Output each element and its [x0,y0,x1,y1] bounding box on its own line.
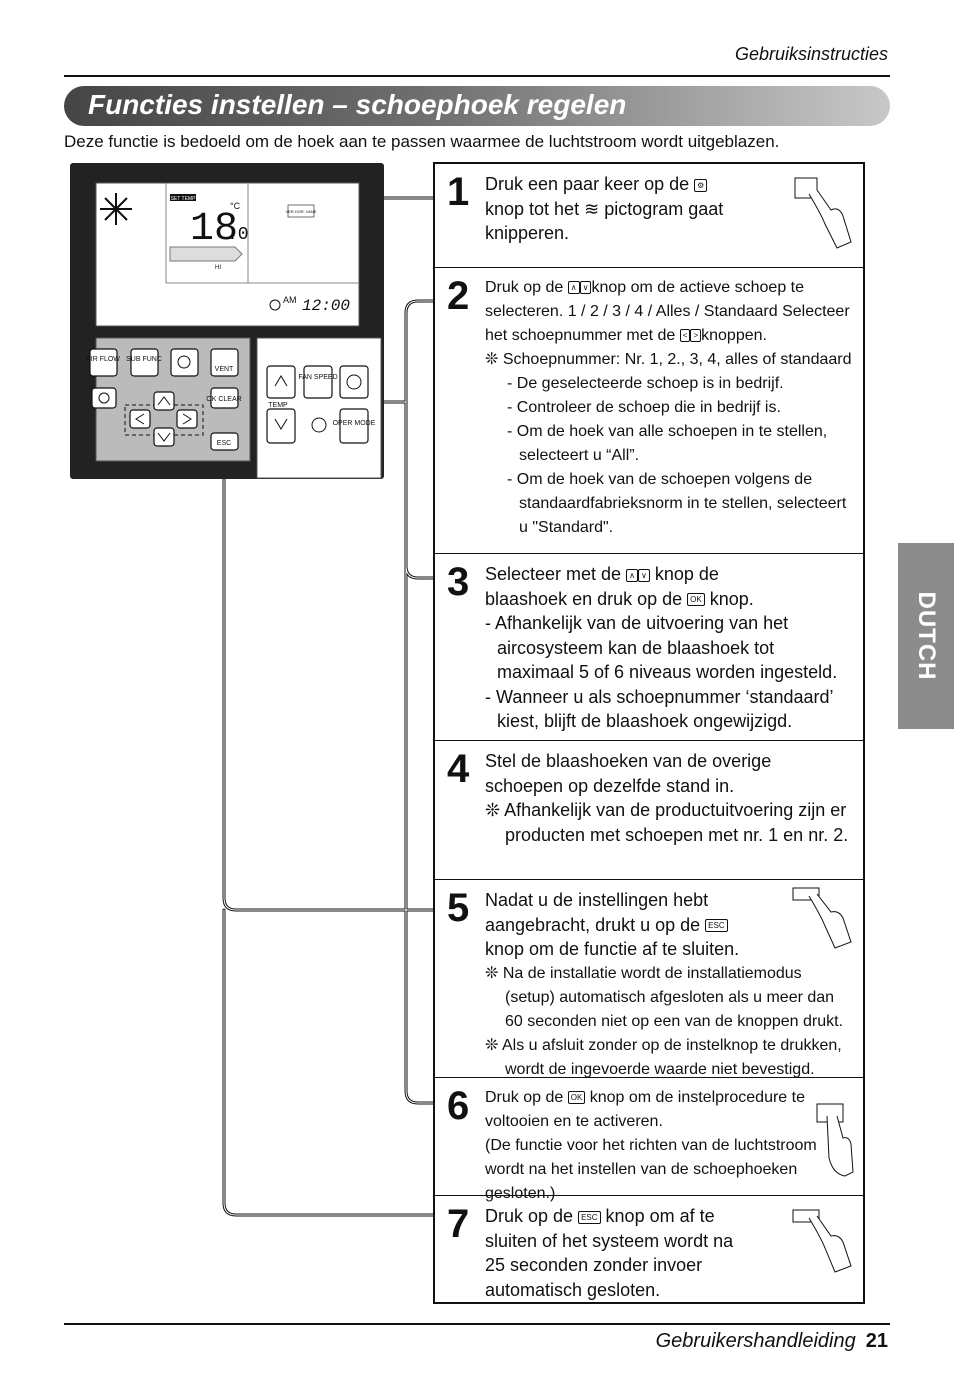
footer-label: Gebruikershandleiding [655,1330,856,1352]
step-number: 7 [447,1202,470,1246]
step-text: Druk op de ∧∨knop om de actieve schoep t… [485,279,852,536]
intro-text: Deze functie is bedoeld om de hoek aan t… [64,132,780,151]
snowflake-icon [100,193,132,225]
svg-text:SUB FUNC: SUB FUNC [126,356,162,363]
step-number: 6 [447,1084,470,1128]
svg-text:OPER MODE: OPER MODE [333,420,376,427]
svg-text:FAN SPEED: FAN SPEED [298,374,337,381]
steps-panel: 1 Druk een paar keer op de ⚙ knop tot he… [433,162,865,1304]
step-4: 4 Stel de blaashoeken van de overige sch… [435,740,863,880]
bottom-rule [64,1323,890,1325]
step-1: 1 Druk een paar keer op de ⚙ knop tot he… [435,164,863,267]
setup-button-icon: ⚙ [694,178,708,192]
up-button-icon: ∧ [567,281,580,295]
title-banner: Functies instellen – schoephoek regelen [64,86,890,126]
svg-text:.0: .0 [227,225,249,245]
step-text: Druk op de ESC knop om af te sluiten of … [485,1206,734,1300]
vane-icon: ≋ [584,198,600,219]
step-text: Druk op de OK knop om de instelprocedure… [485,1089,817,1202]
hand-press-icon [816,1103,854,1177]
step-text: Nadat u de instellingen hebt aangebracht… [485,890,844,1078]
ok-clear-button-icon: OK [687,593,705,607]
ok-clear-button-icon: OK [567,1091,586,1105]
step-text: Stel de blaashoeken van de overige schoe… [485,751,849,845]
step-3: 3 Selecteer met de ∧∨ knop de blaashoek … [435,553,863,741]
connector-step3 [404,400,435,580]
header-section: Gebruiksinstructies [734,44,888,64]
step-number: 4 [447,747,470,791]
step-2: 2 Druk op de ∧∨knop om de actieve schoep… [435,267,863,554]
svg-text:VER.HOR. VANE: VER.HOR. VANE [285,209,316,214]
down-button-icon: ∨ [637,568,650,582]
step-number: 3 [447,560,470,604]
svg-text:OK CLEAR: OK CLEAR [206,396,241,403]
page-number: 21 [865,1330,888,1352]
svg-text:ESC: ESC [217,440,231,447]
connector-step5 [222,446,435,912]
svg-text:AIR FLOW: AIR FLOW [86,356,120,363]
connector-step7 [222,908,435,1217]
hand-press-icon [792,1209,852,1273]
svg-text:SET TEMP: SET TEMP [171,196,196,202]
svg-text:TEMP: TEMP [268,402,288,409]
esc-button-icon: ESC [578,1210,601,1224]
step-number: 2 [447,274,470,318]
hand-press-icon [794,177,852,249]
step-text: Selecteer met de ∧∨ knop de blaashoek en… [485,564,838,731]
up-button-icon: ∧ [626,568,638,582]
connector-step6 [404,400,435,1105]
esc-button-icon: ESC [705,919,728,933]
language-tab: DUTCH [898,543,954,729]
svg-text:°C: °C [230,201,241,211]
svg-text:12:00: 12:00 [302,297,350,315]
step-text: Druk een paar keer op de ⚙ knop tot het … [485,174,724,243]
left-button-icon: < [679,329,691,343]
right-button-icon: > [690,329,702,343]
step-6: 6 Druk op de OK knop om de instelprocedu… [435,1077,863,1202]
down-button-icon: ∨ [579,281,592,295]
svg-text:VENT: VENT [215,366,234,373]
step-5: 5 Nadat u de instellingen hebt aangebrac… [435,879,863,1078]
hand-press-icon [792,887,852,949]
svg-text:18: 18 [190,207,238,252]
step-number: 5 [447,886,470,930]
step-7: 7 Druk op de ESC knop om af te sluiten o… [435,1195,863,1305]
top-rule [64,75,890,77]
step-number: 1 [447,170,470,214]
footer: Gebruikershandleiding 21 [656,1330,888,1353]
remote-controller: SET TEMP 18 .0 °C HI VER.HOR. VANE AM 12… [70,163,384,479]
page-title: Functies instellen – schoephoek regelen [88,89,627,120]
svg-text:HI: HI [215,265,221,271]
svg-text:AM: AM [283,295,297,305]
